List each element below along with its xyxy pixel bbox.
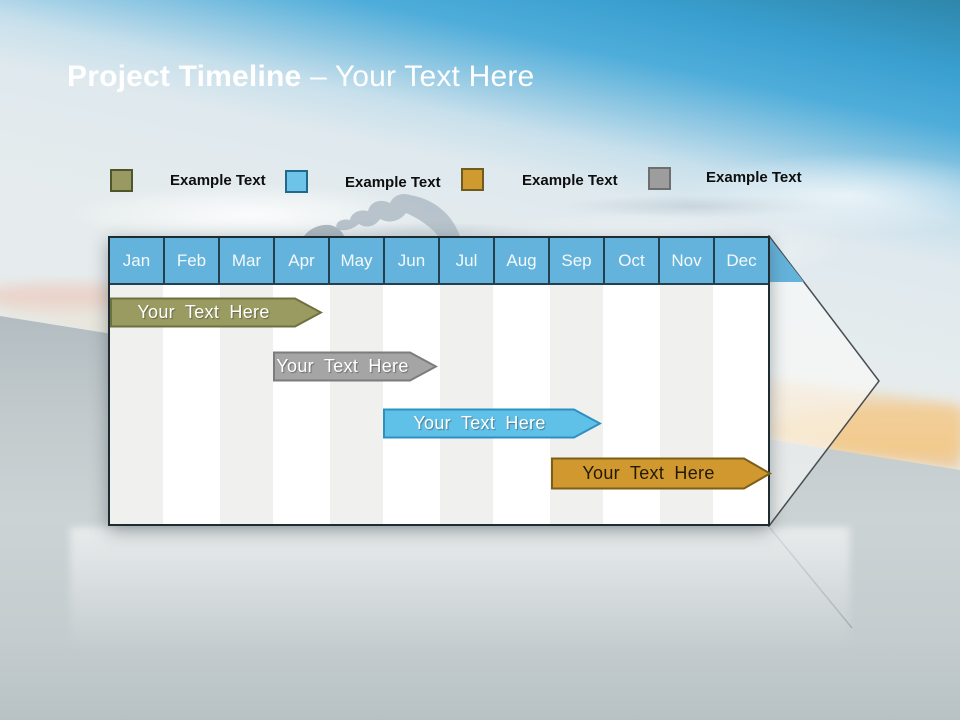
month-cell-oct: Oct <box>605 238 660 283</box>
timeline-bar-orange[interactable]: Your Text Here <box>551 457 772 490</box>
table-reflection <box>70 527 850 652</box>
month-cell-nov: Nov <box>660 238 715 283</box>
legend-swatch-orange <box>461 168 484 191</box>
month-cell-apr: Apr <box>275 238 330 283</box>
month-cell-may: May <box>330 238 385 283</box>
legend-swatch-gray <box>648 167 671 190</box>
grid-column <box>495 285 550 524</box>
legend-swatch-blue <box>285 170 308 193</box>
title-bold-text: Project Timeline <box>67 60 302 93</box>
bar-arrow-shape <box>273 351 438 382</box>
legend-label: Example Text <box>170 172 266 189</box>
month-cell-jul: Jul <box>440 238 495 283</box>
grid-column <box>330 285 385 524</box>
timeline-bar-blue[interactable]: Your Text Here <box>383 408 602 439</box>
legend-item-blue[interactable]: Example Text <box>285 170 441 193</box>
slide-title[interactable]: Project Timeline – Your Text Here <box>67 60 534 94</box>
month-cell-aug: Aug <box>495 238 550 283</box>
bar-arrow-shape <box>383 408 602 439</box>
grid-column <box>385 285 440 524</box>
bar-label: Your Text Here <box>137 302 270 322</box>
legend-item-gray[interactable]: Example Text <box>648 167 802 190</box>
arm-silhouette-image <box>304 193 460 236</box>
month-cell-feb: Feb <box>165 238 220 283</box>
bar-arrow-shape <box>110 297 323 328</box>
legend-label: Example Text <box>345 174 441 191</box>
legend-swatch-olive <box>110 169 133 192</box>
timeline-bar-gray[interactable]: Your Text Here <box>273 351 438 382</box>
bar-label: Your Text Here <box>413 413 546 433</box>
legend-label: Example Text <box>706 169 802 186</box>
bar-arrow-shape <box>551 457 772 490</box>
month-cell-dec: Dec <box>726 250 757 270</box>
timeline-bar-olive[interactable]: Your Text Here <box>110 297 323 328</box>
bar-label: Your Text Here <box>276 356 409 376</box>
grid-column <box>440 285 495 524</box>
legend-item-orange[interactable]: Example Text <box>461 168 618 191</box>
month-cell-jan: Jan <box>110 238 165 283</box>
timeline-arrow-head <box>768 235 880 527</box>
month-header-row: Jan Feb Mar Apr May Jun Jul Aug Sep Oct … <box>110 238 768 285</box>
month-cell-mar: Mar <box>220 238 275 283</box>
title-placeholder-text: – Your Text Here <box>309 60 535 93</box>
month-cell-jun: Jun <box>385 238 440 283</box>
bar-label: Your Text Here <box>582 463 715 483</box>
legend-label: Example Text <box>522 172 618 189</box>
legend-item-olive[interactable]: Example Text <box>110 169 266 192</box>
month-cell-sep: Sep <box>550 238 605 283</box>
